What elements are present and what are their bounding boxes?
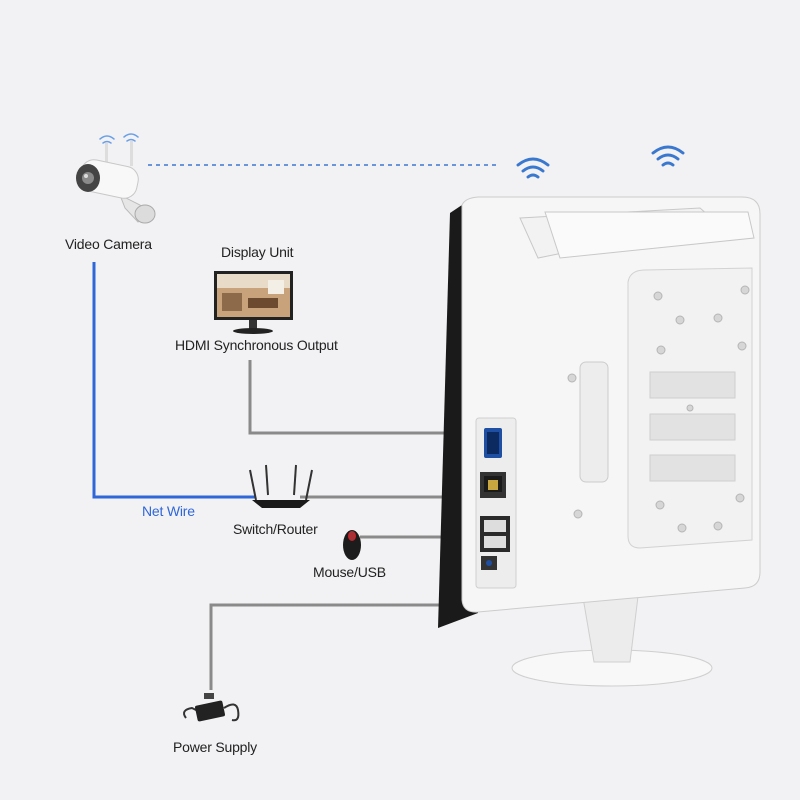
video-camera-icon [76, 141, 156, 224]
net-wire-line [92, 262, 255, 499]
mouse-usb-label: Mouse/USB [313, 564, 386, 580]
power-supply-label: Power Supply [173, 739, 257, 755]
switch-router-label: Switch/Router [233, 521, 318, 537]
antenna [544, 211, 755, 259]
camera-wifi-icon [99, 133, 139, 144]
wifi-icon [651, 145, 685, 167]
router-icon [249, 464, 313, 508]
video-camera-label: Video Camera [65, 236, 152, 252]
power-supply-icon [183, 693, 240, 722]
wifi-icon [516, 157, 550, 179]
nvr-monitor [438, 196, 761, 687]
hdmi-cable-line [248, 360, 488, 435]
net-wire-label: Net Wire [142, 503, 195, 519]
display-unit-icon [214, 271, 293, 334]
mouse-icon [343, 530, 361, 560]
hdmi-output-label: HDMI Synchronous Output [175, 337, 338, 353]
display-unit-label: Display Unit [221, 244, 294, 260]
